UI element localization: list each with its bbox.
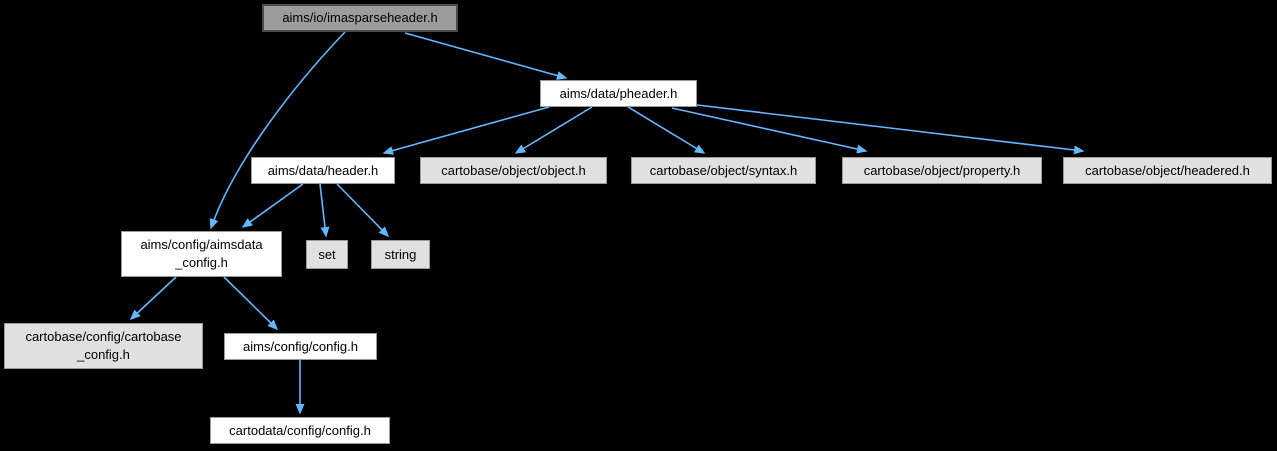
node-label: aims/config/aimsdata _config.h: [140, 237, 263, 270]
edge-pheader-to-headered: [696, 104, 1085, 155]
node-label: cartobase/config/cartobase _config.h: [25, 329, 182, 362]
graph-node-header[interactable]: aims/data/header.h: [251, 157, 395, 184]
graph-node-cartobase_config[interactable]: cartobase/config/cartobase _config.h: [4, 323, 203, 369]
edge-pheader-to-property: [671, 107, 868, 154]
edge-imasparseheader-to-pheader: [404, 32, 568, 80]
edge-header-to-aimsdata: [241, 183, 304, 228]
edge-header-to-string: [336, 183, 390, 238]
graph-node-aimsdata[interactable]: aims/config/aimsdata _config.h: [121, 231, 282, 277]
node-label: aims/data/header.h: [267, 162, 379, 178]
node-label: cartobase/object/headered.h: [1085, 162, 1250, 178]
edge-aimsdata-to-aimsconfig: [223, 276, 279, 331]
graph-node-imasparseheader[interactable]: aims/io/imasparseheader.h: [262, 4, 458, 32]
graph-node-syntax[interactable]: cartobase/object/syntax.h: [631, 157, 816, 184]
node-label: string: [384, 246, 417, 262]
edge-aimsdata-to-cartobase_config: [129, 276, 177, 321]
node-label: aims/io/imasparseheader.h: [282, 10, 438, 25]
edge-pheader-to-syntax: [627, 106, 706, 154]
graph-node-pheader[interactable]: aims/data/pheader.h: [540, 80, 697, 107]
node-label: aims/config/config.h: [243, 338, 358, 354]
graph-node-headered[interactable]: cartobase/object/headered.h: [1063, 157, 1272, 184]
node-label: cartobase/object/syntax.h: [649, 162, 798, 178]
edge-header-to-set: [319, 183, 330, 238]
node-label: cartobase/object/property.h: [863, 162, 1021, 178]
graph-node-aimsconfig[interactable]: aims/config/config.h: [224, 333, 377, 360]
graph-node-string[interactable]: string: [371, 240, 430, 269]
graph-node-property[interactable]: cartobase/object/property.h: [842, 157, 1042, 184]
node-label: cartodata/config/config.h: [229, 422, 371, 438]
node-label: set: [318, 246, 336, 262]
node-label: aims/data/pheader.h: [559, 85, 678, 101]
graph-node-object[interactable]: cartobase/object/object.h: [420, 157, 607, 184]
graph-node-set[interactable]: set: [306, 240, 348, 269]
edge-pheader-to-object: [514, 106, 593, 154]
graph-node-cartodata[interactable]: cartodata/config/config.h: [210, 417, 390, 444]
edge-pheader-to-header: [382, 106, 550, 155]
node-label: cartobase/object/object.h: [441, 162, 586, 178]
edge-imasparseheader-to-aimsdata: [209, 31, 346, 230]
